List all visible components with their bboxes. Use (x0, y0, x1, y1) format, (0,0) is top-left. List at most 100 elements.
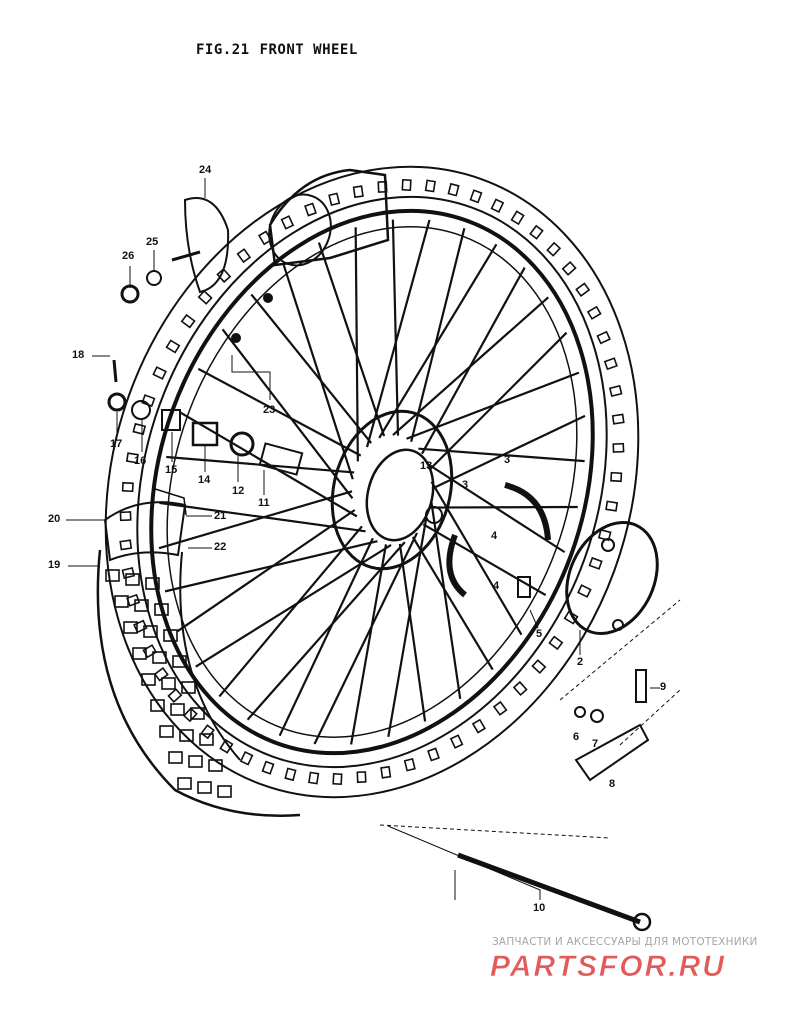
speedometer-shaft (171, 250, 201, 262)
callout-3-upper: 3 (504, 454, 511, 466)
callout-21: 21 (214, 510, 227, 522)
tube (103, 501, 187, 562)
callout-11: 11 (258, 497, 270, 509)
tire-section-inner (179, 551, 241, 761)
spoke (158, 490, 353, 550)
tire-inner-outline (136, 195, 608, 769)
tread-block-section (125, 573, 140, 586)
tread-block-section (105, 569, 120, 582)
tread-block (611, 413, 625, 425)
bolt-18 (112, 359, 118, 383)
tread-block-section (179, 729, 194, 742)
svg-text:PARTSFOR.RU: PARTSFOR.RU (490, 950, 726, 983)
nipple-2 (231, 333, 241, 343)
callout-8: 8 (609, 778, 616, 790)
tread-block (261, 760, 275, 775)
tread-block-section (197, 781, 212, 794)
spacer-11 (258, 442, 304, 476)
tread-block-section (170, 703, 185, 716)
nut-17 (107, 392, 127, 412)
speedometer-gear (183, 197, 230, 294)
nipple (263, 293, 273, 303)
brake-shoe-upper (446, 533, 467, 598)
hub-center (365, 448, 435, 542)
tread-block-section (150, 699, 165, 712)
tire-outline (104, 165, 640, 799)
spoke (410, 228, 466, 442)
tread-block (490, 198, 505, 213)
tread-block-section (217, 785, 232, 798)
tread-block (132, 422, 147, 436)
watermark-logo: PARTSFOR.RU (490, 950, 726, 984)
tread-block (182, 707, 198, 723)
tread-block (612, 442, 625, 453)
spoke (429, 505, 578, 509)
front-axle (457, 852, 641, 925)
spoke (406, 371, 580, 440)
tread-block (356, 771, 367, 784)
callout-7: 7 (592, 738, 599, 750)
spoke (317, 242, 386, 437)
callout-18: 18 (72, 349, 85, 361)
seal-14 (191, 421, 219, 447)
tread-block (529, 224, 544, 240)
tread-block-section (123, 621, 138, 634)
callout-24: 24 (199, 164, 212, 176)
tread-block-section (177, 777, 192, 790)
tread-block (180, 313, 196, 329)
callout-4-lower: 4 (493, 580, 500, 592)
tread-block (577, 584, 592, 598)
tread-block-section (159, 725, 174, 738)
rim-band (268, 168, 390, 267)
tread-block-section (114, 595, 129, 608)
tread-block (447, 182, 460, 197)
tread-block-section (141, 673, 156, 686)
washer-16 (131, 400, 151, 420)
callout-10: 10 (533, 902, 546, 914)
spoke (250, 293, 373, 444)
callout-16: 16 (134, 455, 147, 467)
spoke (365, 219, 431, 448)
callout-9: 9 (660, 681, 667, 693)
spacer-15 (161, 409, 181, 431)
brake-cam-lever (574, 723, 650, 782)
spoke (218, 525, 363, 698)
spoke (176, 509, 356, 633)
tread-block (216, 268, 232, 284)
callout-17: 17 (110, 438, 123, 450)
tread-block (588, 556, 603, 570)
tread-block (575, 282, 591, 298)
tread-block (510, 210, 525, 226)
brake-panel-pin (612, 619, 624, 631)
tread-block-section (145, 577, 160, 590)
tread-block (133, 619, 148, 634)
tread-block (449, 734, 464, 749)
tread-block (471, 718, 487, 734)
tread-block (512, 680, 528, 696)
spoke (391, 219, 400, 436)
tread-block (427, 747, 440, 762)
figure-number: FIG.21 (196, 42, 250, 58)
callout-23: 23 (263, 404, 276, 416)
spoke (422, 523, 547, 597)
callout-4-upper: 4 (491, 530, 498, 542)
tread-block-section (190, 707, 205, 720)
tread-block (586, 305, 602, 320)
rim-inner (166, 226, 578, 738)
tire-section (96, 549, 301, 817)
tread-block (401, 178, 412, 192)
callout-14: 14 (198, 474, 211, 486)
washer-6 (574, 706, 586, 718)
spoke (418, 447, 585, 463)
tread-block (152, 366, 167, 380)
spoke (430, 481, 523, 636)
tread-block (200, 724, 215, 740)
callout-5: 5 (536, 628, 543, 640)
callout-25: 25 (146, 236, 159, 248)
brake-panel-boss (601, 538, 615, 552)
spoke (428, 331, 568, 471)
spokes (158, 219, 586, 745)
tread-block (548, 635, 564, 651)
